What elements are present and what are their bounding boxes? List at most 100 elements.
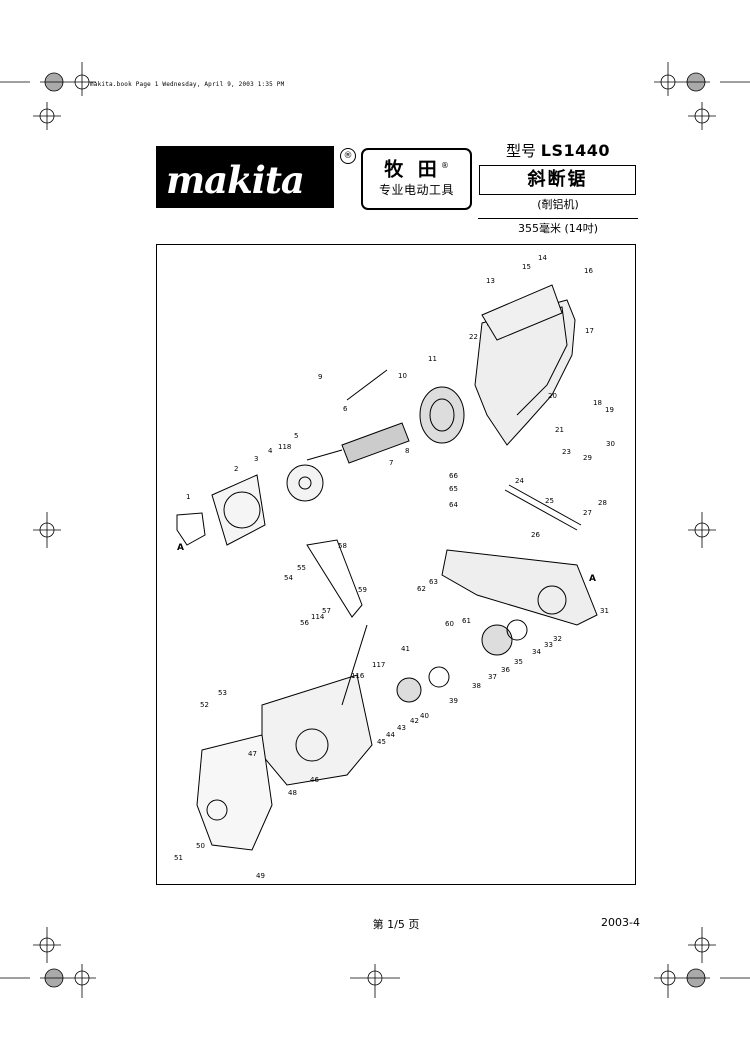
callout-4: 4: [268, 447, 273, 455]
callout-15: 15: [522, 263, 531, 271]
product-title: 斜断锯: [479, 165, 636, 195]
callout-31: 31: [600, 607, 609, 615]
callout-a-left: A: [177, 543, 184, 553]
callout-39: 39: [449, 697, 458, 705]
callout-17: 17: [585, 327, 594, 335]
crop-mark-bottom-right-inner: [654, 964, 682, 998]
callout-58: 58: [338, 542, 347, 550]
crop-mark-bottom-center: [350, 964, 400, 998]
callout-56: 56: [300, 619, 309, 627]
pulley-part-shape: [481, 624, 513, 656]
callout-25: 25: [545, 497, 554, 505]
callout-42: 42: [410, 717, 419, 725]
callout-64: 64: [449, 501, 458, 509]
callout-57: 57: [322, 607, 331, 615]
crop-mark-top-left: [33, 102, 61, 130]
callout-65: 65: [449, 485, 458, 493]
field-part-shape: [419, 386, 465, 444]
callout-48: 48: [288, 789, 297, 797]
callout-8: 8: [405, 447, 409, 455]
crop-mark-middle-right: [688, 512, 716, 548]
callout-10: 10: [398, 372, 407, 380]
callout-2: 2: [234, 465, 238, 473]
callout-7: 7: [389, 459, 393, 467]
callout-13: 13: [486, 277, 495, 285]
callout-27: 27: [583, 509, 592, 517]
callout-51: 51: [174, 854, 183, 862]
armature-part-shape: [341, 422, 410, 464]
callout-59: 59: [358, 586, 367, 594]
callout-114: 114: [311, 613, 325, 621]
makita-logo: makita ®: [156, 146, 356, 208]
callout-29: 29: [583, 454, 592, 462]
callout-116: 116: [351, 672, 365, 680]
callout-37: 37: [488, 673, 497, 681]
callout-47: 47: [248, 750, 257, 758]
target-mark-bottom-right: [682, 968, 710, 988]
callout-62: 62: [417, 585, 426, 593]
callout-6: 6: [343, 405, 348, 413]
callout-50: 50: [196, 842, 205, 850]
crop-mark-bottom-right: [688, 927, 716, 963]
callout-30: 30: [606, 440, 615, 448]
callout-46: 46: [310, 776, 319, 784]
crop-mark-top-right: [688, 102, 716, 130]
callout-118: 118: [278, 443, 291, 451]
callout-117: 117: [372, 661, 385, 669]
callout-18: 18: [593, 399, 602, 407]
target-mark-bottom-left: [40, 968, 68, 988]
target-mark-top-right: [682, 72, 710, 92]
crop-mark-bottom-left: [33, 927, 61, 963]
callout-60: 60: [445, 620, 454, 628]
exploded-parts-diagram: 1 2 3 4 5 6 7 8 9 10 11 13 14 15 16 17 1…: [174, 254, 615, 880]
callout-26: 26: [531, 531, 540, 539]
callout-49: 49: [256, 872, 265, 880]
callout-20: 20: [548, 392, 557, 400]
callout-24: 24: [515, 477, 524, 485]
crop-mark-bottom-left-inner: [68, 964, 96, 998]
badge-tagline: 专业电动工具: [378, 183, 454, 198]
model-number: LS1440: [540, 141, 611, 160]
arm-part-shape: [441, 549, 598, 626]
callout-23: 23: [562, 448, 571, 456]
divider: [478, 218, 638, 219]
model-heading: 型号 LS1440: [478, 140, 638, 162]
logo-wordmark: makita: [166, 158, 305, 202]
callout-54: 54: [284, 574, 293, 582]
callout-35: 35: [514, 658, 523, 666]
target-mark-top-left: [40, 72, 68, 92]
exploded-diagram-frame: 1 2 3 4 5 6 7 8 9 10 11 13 14 15 16 17 1…: [156, 244, 636, 885]
callout-21: 21: [555, 426, 564, 434]
callout-14: 14: [538, 254, 547, 262]
callout-34: 34: [532, 648, 541, 656]
callout-32: 32: [553, 635, 562, 643]
callout-41: 41: [401, 645, 410, 653]
print-date: 2003-4: [601, 916, 640, 929]
callout-61: 61: [462, 617, 471, 625]
model-label: 型号: [505, 142, 536, 160]
callout-43: 43: [397, 724, 406, 732]
badge-brand: 牧 田®: [384, 158, 449, 181]
callout-40: 40: [420, 712, 429, 720]
fan-part-shape: [286, 464, 324, 502]
callout-3: 3: [254, 455, 258, 463]
crop-mark-top-right-inner: [654, 62, 682, 96]
callout-9: 9: [318, 373, 322, 381]
callout-a-right: A: [589, 574, 596, 584]
registered-mark: ®: [340, 148, 356, 164]
callout-36: 36: [501, 666, 510, 674]
callout-55: 55: [297, 564, 306, 572]
product-subtitle: (剞铝机): [537, 198, 579, 211]
callout-5: 5: [294, 432, 298, 440]
callout-44: 44: [386, 731, 395, 739]
callout-19: 19: [605, 406, 614, 414]
safety-cover-shape: [196, 734, 273, 851]
callout-16: 16: [584, 267, 593, 275]
callout-33: 33: [544, 641, 553, 649]
chinese-brand-badge: 牧 田® 专业电动工具: [361, 148, 472, 210]
part-callouts: 1 2 3 4 5 6 7 8 9 10 11 13 14 15 16 17 1…: [174, 254, 615, 880]
blade-size: 355毫米 (14吋): [517, 222, 599, 235]
callout-63: 63: [429, 578, 438, 586]
callout-52: 52: [200, 701, 209, 709]
callout-45: 45: [377, 738, 386, 746]
